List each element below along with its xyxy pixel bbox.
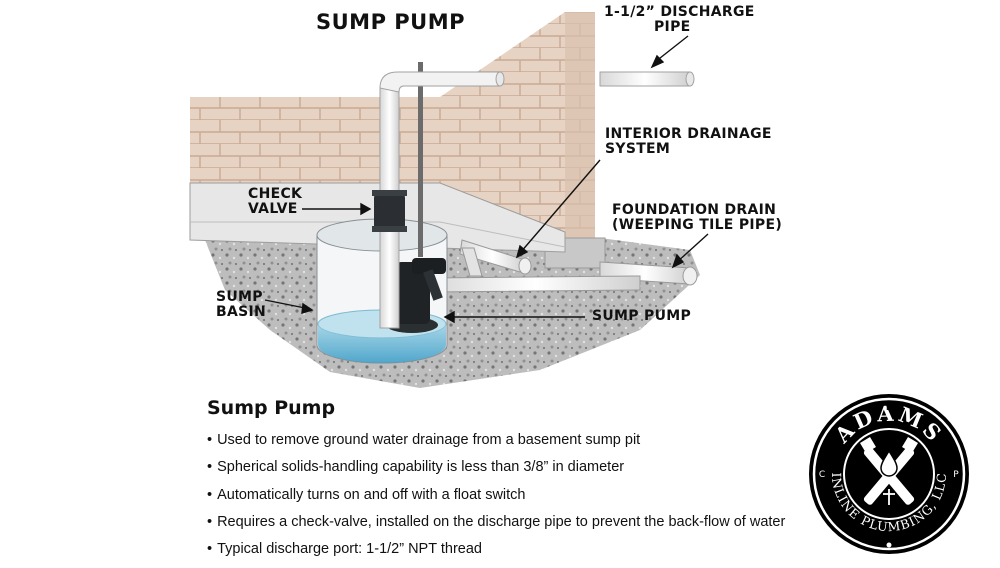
label-foundation-drain-line2: (WEEPING TILE PIPE) — [612, 217, 783, 233]
info-bullet: •Requires a check-valve, installed on th… — [207, 514, 807, 541]
side-brick-wall — [440, 12, 595, 240]
label-foundation-drain-line1: FOUNDATION DRAIN — [612, 202, 777, 218]
back-brick-wall — [190, 97, 440, 190]
info-bullet: •Typical discharge port: 1-1/2” NPT thre… — [207, 541, 807, 568]
label-interior-drainage-line2: SYSTEM — [605, 141, 671, 157]
info-bullet: •Spherical solids-handling capability is… — [207, 459, 807, 486]
label-sump-basin-line1: SUMP — [216, 289, 263, 305]
interior-drainage-pipe — [459, 239, 526, 273]
adams-inline-plumbing-logo: ADAMS INLINE PLUMBING, LLC B C P — [809, 394, 969, 554]
check-valve — [372, 190, 407, 232]
label-discharge-pipe-line2: PIPE — [654, 19, 691, 35]
info-bullet: •Used to remove ground water drainage fr… — [207, 432, 807, 459]
info-bullet-list: •Used to remove ground water drainage fr… — [207, 432, 807, 568]
logo-letter-right: P — [953, 470, 959, 480]
leader-lines — [264, 35, 709, 324]
info-bullet-text: Requires a check-valve, installed on the… — [217, 513, 786, 530]
logo-letter-left: C — [819, 470, 825, 480]
info-bullet: •Automatically turns on and off with a f… — [207, 487, 807, 514]
bullet-dot: • — [207, 486, 213, 503]
info-bullet-text: Typical discharge port: 1-1/2” NPT threa… — [217, 541, 482, 558]
bullet-dot: • — [207, 432, 213, 448]
label-interior-drainage-line1: INTERIOR DRAINAGE — [605, 126, 772, 142]
vent-pipe — [418, 62, 423, 257]
label-sump-basin-line2: BASIN — [216, 304, 267, 320]
info-bullet-text: Automatically turns on and off with a fl… — [217, 486, 526, 503]
logo-letter-top: B — [886, 403, 892, 413]
label-discharge-pipe-line1: 1-1/2” DISCHARGE — [604, 4, 755, 20]
label-sump-pump: SUMP PUMP — [592, 308, 692, 324]
diagram-title: SUMP PUMP — [316, 10, 466, 34]
label-check-valve: CHECK VALVE — [248, 187, 302, 217]
info-section: Sump Pump •Used to remove ground water d… — [207, 397, 807, 568]
discharge-pipe — [379, 71, 695, 329]
info-heading: Sump Pump — [207, 397, 336, 419]
label-foundation-drain: FOUNDATION DRAIN (WEEPING TILE PIPE) — [612, 203, 782, 233]
bullet-dot: • — [207, 459, 213, 476]
label-interior-drainage: INTERIOR DRAINAGE SYSTEM — [605, 127, 772, 157]
label-sump-basin: SUMP BASIN — [216, 290, 266, 320]
label-check-valve-line2: VALVE — [248, 201, 298, 217]
info-bullet-text: Spherical solids-handling capability is … — [217, 459, 625, 476]
cross-icon — [883, 489, 895, 505]
label-check-valve-line1: CHECK — [248, 186, 303, 202]
water-drop-icon — [880, 449, 898, 477]
bullet-dot: • — [207, 541, 213, 558]
label-discharge-pipe: 1-1/2” DISCHARGE PIPE — [604, 5, 755, 35]
info-bullet-text: Used to remove ground water drainage fro… — [217, 432, 641, 448]
bullet-dot: • — [207, 513, 213, 530]
